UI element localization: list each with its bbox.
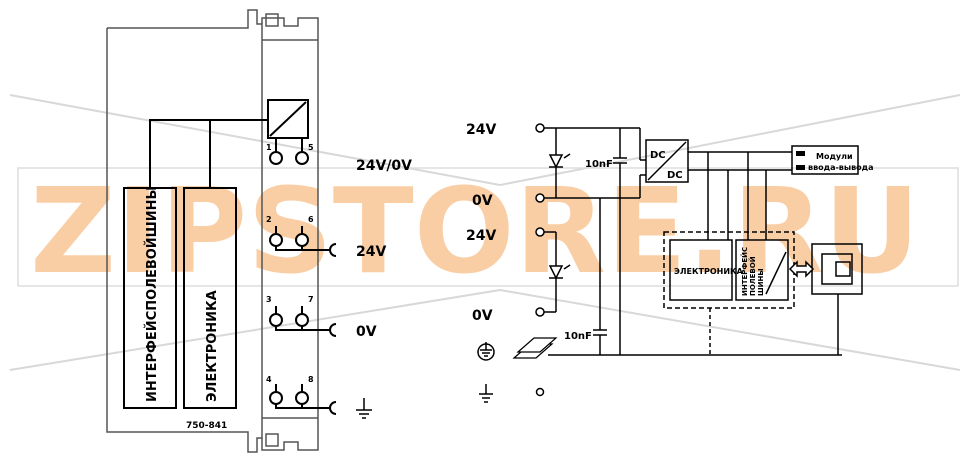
electronics-block-label: ЭЛЕКТРОНИКА xyxy=(205,290,220,402)
svg-text:7: 7 xyxy=(308,295,314,304)
svg-text:6: 6 xyxy=(308,215,314,224)
terminal-8 xyxy=(295,391,309,405)
schem-0v-bottom: 0V xyxy=(472,308,493,324)
schem-electronics-block xyxy=(669,239,733,301)
terminal-4 xyxy=(269,391,283,405)
fieldbus-block-label: ИНТЕРФЕЙСПОЛЕВОЙШИНЫ xyxy=(144,186,160,402)
schem-24v-bottom: 24V xyxy=(466,228,496,244)
label-24v-0v: 24V/0V xyxy=(356,158,412,174)
dc-in-label: DC xyxy=(650,150,666,161)
label-24v: 24V xyxy=(356,244,386,260)
schematic-terminals xyxy=(535,123,545,397)
double-arrow-icon xyxy=(788,260,815,278)
svg-text:8: 8 xyxy=(308,375,314,384)
io-module-box xyxy=(791,145,859,175)
dc-out-label: DC xyxy=(667,170,683,181)
schem-fieldbus-label: ИНТЕРФЕЙС ПОЛЕВОЙ ШИНЫ xyxy=(740,247,765,296)
io-module-label-1: Модули xyxy=(816,152,853,161)
ground-icon-2 xyxy=(479,384,493,403)
terminal-1 xyxy=(269,151,283,165)
svg-text:ШИНЫ: ШИНЫ xyxy=(757,268,765,296)
schem-24v-top: 24V xyxy=(466,122,496,138)
cap-top-label: 10nF xyxy=(585,159,613,170)
io-module-label-2: ввода-вывода xyxy=(808,163,874,172)
din-rail-icon xyxy=(512,337,558,359)
terminal-numbers: 1 5 2 6 3 7 4 8 xyxy=(266,143,314,384)
terminal-5 xyxy=(295,151,309,165)
svg-text:ПОЛЕВОЙ: ПОЛЕВОЙ xyxy=(748,256,757,296)
module-body xyxy=(106,9,319,453)
terminal-wiring xyxy=(275,243,337,415)
label-0v: 0V xyxy=(356,324,377,340)
ground-icon xyxy=(356,398,372,419)
svg-text:5: 5 xyxy=(308,143,314,152)
dc-dc-converter xyxy=(645,139,689,183)
schem-fieldbus-block xyxy=(735,239,789,301)
terminal-3 xyxy=(269,313,283,327)
protective-earth-icon xyxy=(477,342,495,361)
svg-text:ИНТЕРФЕЙС: ИНТЕРФЕЙС xyxy=(740,247,749,296)
schematic-wiring xyxy=(544,127,863,356)
svg-text:2: 2 xyxy=(266,215,272,224)
terminal-2 xyxy=(269,233,283,247)
part-number: 750-841 xyxy=(186,421,227,431)
terminal-6 xyxy=(295,233,309,247)
terminal-7 xyxy=(295,313,309,327)
internal-blocks xyxy=(123,99,309,409)
watermark: ZIPSTORE.RU xyxy=(9,94,961,371)
svg-text:3: 3 xyxy=(266,295,272,304)
led-diode-icon xyxy=(548,153,571,280)
watermark-text: ZIPSTORE.RU xyxy=(30,162,920,300)
module-dc-converter xyxy=(267,99,309,139)
cap-bottom-label: 10nF xyxy=(564,331,592,342)
schem-electronics-label: ЭЛЕКТРОНИКА xyxy=(674,267,744,276)
schem-0v-top: 0V xyxy=(472,193,493,209)
svg-text:1: 1 xyxy=(266,143,272,152)
svg-text:4: 4 xyxy=(266,375,272,384)
